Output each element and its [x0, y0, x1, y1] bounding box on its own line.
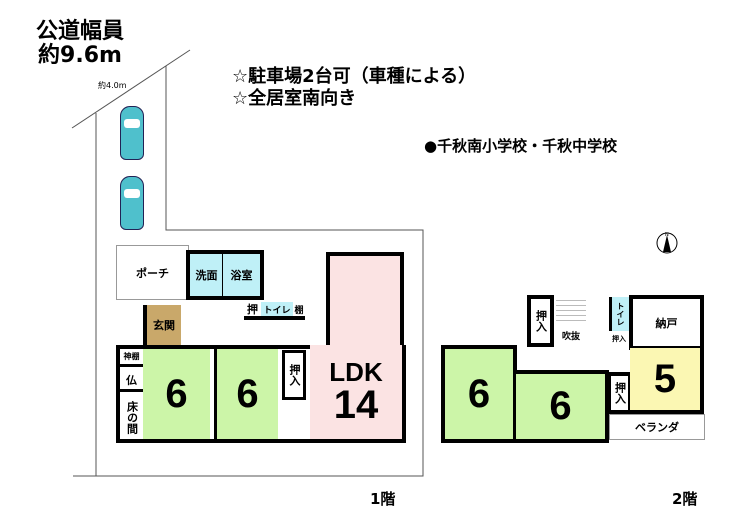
oshiire-2f-small: 押入: [612, 335, 626, 343]
car-icon: [120, 176, 144, 230]
western-room: 5: [630, 348, 704, 414]
car-icon: [120, 106, 144, 160]
floor2-label: 2階: [672, 490, 698, 508]
washroom: 洗面: [186, 250, 224, 300]
ldk-upper: [326, 252, 404, 347]
road-width: 約9.6m: [38, 43, 122, 68]
tatami-room-2: 6: [214, 349, 278, 439]
stairs: [556, 297, 586, 325]
balcony: ベランダ: [609, 414, 705, 440]
toilet: トイレ: [261, 302, 293, 320]
closet-small: 押: [244, 302, 261, 320]
floor1-south-wall: [116, 345, 406, 443]
note-south: ☆全居室南向き: [232, 88, 357, 109]
svg-text:N: N: [665, 232, 669, 238]
oshiire-2f-b: 押入: [607, 372, 632, 414]
kamidana: 神棚: [120, 349, 143, 367]
north-compass-icon: N: [656, 230, 678, 256]
bathroom: 浴室: [222, 250, 264, 300]
tatami-room-2f-2: 6: [515, 370, 609, 443]
road-width-label: 公道幅員 約9.6m: [36, 20, 124, 68]
note-parking: ☆駐車場2台可（車種による）: [232, 66, 477, 87]
butsudan: 仏: [120, 370, 143, 392]
notes: ☆駐車場2台可（車種による） ☆全居室南向き: [232, 66, 476, 110]
fukinuke: 吹抜: [561, 331, 580, 342]
tatami-room-2f-1: 6: [441, 345, 517, 443]
road-title: 公道幅員: [36, 19, 125, 44]
storage: 納戸: [629, 295, 704, 350]
shelf: 棚: [293, 302, 305, 320]
tokonoma: 床の間: [125, 400, 139, 434]
oshiire-2f-a: 押入: [527, 295, 554, 347]
floor1-label: 1階: [370, 490, 396, 508]
access-width: 約4.0m: [98, 81, 127, 90]
tatami-room-1: 6: [143, 349, 210, 439]
school-info: ●千秋南小学校・千秋中学校: [424, 137, 618, 155]
toilet-2f: トイレ: [609, 297, 629, 331]
entrance: 玄関: [143, 305, 181, 345]
oshiire-1f: 押入: [282, 350, 306, 400]
ldk: LDK 14: [310, 345, 402, 439]
porch: ポーチ: [116, 245, 189, 300]
